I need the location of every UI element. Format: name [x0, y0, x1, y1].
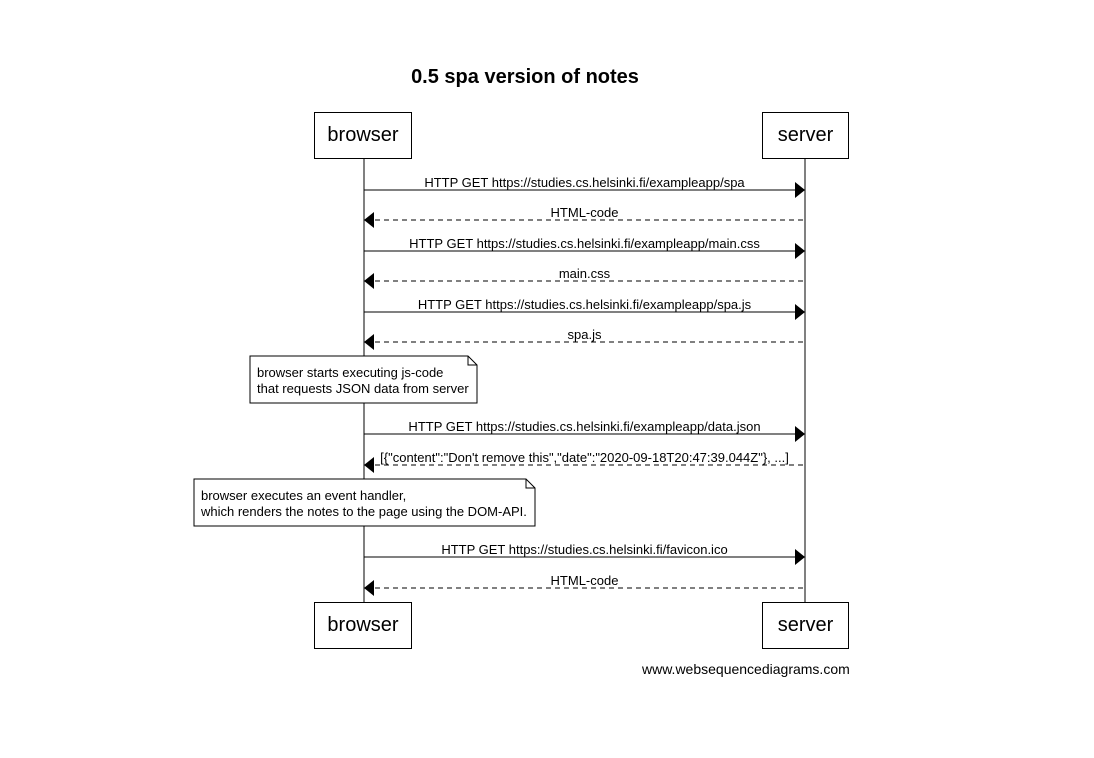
participant-browser-bottom: browser: [314, 602, 412, 649]
arrowhead: [364, 273, 374, 289]
note-fold: [525, 479, 535, 489]
message-label: HTTP GET https://studies.cs.helsinki.fi/…: [417, 297, 752, 312]
arrowhead: [795, 243, 805, 259]
note-box: [193, 478, 536, 527]
arrowhead: [364, 212, 374, 228]
message-label: HTML-code: [550, 205, 619, 220]
arrowhead: [364, 580, 374, 596]
note-box: [249, 355, 478, 404]
message-label: [{"content":"Don't remove this","date":"…: [380, 450, 789, 465]
note-text: browser executes an event handler,which …: [201, 488, 527, 520]
participant-browser-top: browser: [314, 112, 412, 159]
message-label: main.css: [558, 266, 611, 281]
note-line: browser starts executing js-code: [257, 365, 444, 380]
arrowhead: [795, 182, 805, 198]
arrowhead: [795, 426, 805, 442]
message-label: HTTP GET https://studies.cs.helsinki.fi/…: [441, 542, 728, 557]
participant-server-top: server: [762, 112, 849, 159]
note-line: which renders the notes to the page usin…: [201, 504, 527, 519]
message-label: HTTP GET https://studies.cs.helsinki.fi/…: [408, 419, 761, 434]
diagram-title: 0.5 spa version of notes: [411, 66, 639, 88]
message-label: spa.js: [567, 327, 602, 342]
message-label: HTML-code: [550, 573, 619, 588]
message-label: HTTP GET https://studies.cs.helsinki.fi/…: [409, 236, 760, 251]
arrowhead: [795, 304, 805, 320]
participant-server-bottom: server: [762, 602, 849, 649]
note-fold: [467, 356, 477, 366]
note-line: browser executes an event handler,: [201, 488, 407, 503]
note-line: that requests JSON data from server: [257, 381, 469, 396]
arrowhead: [795, 549, 805, 565]
arrowhead: [364, 457, 374, 473]
footer-credit: www.websequencediagrams.com: [642, 661, 850, 677]
message-label: HTTP GET https://studies.cs.helsinki.fi/…: [424, 175, 745, 190]
arrowhead: [364, 334, 374, 350]
